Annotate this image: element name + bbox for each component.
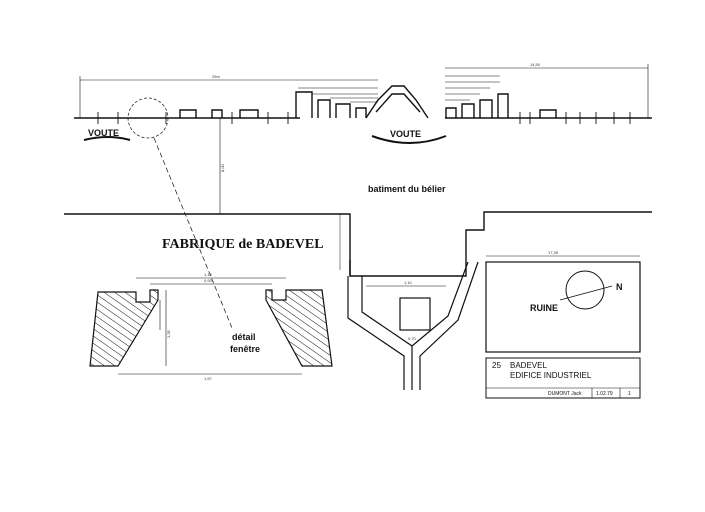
dim-overall-left: 25m (212, 74, 220, 79)
central-gable-inner (375, 93, 421, 113)
cartouche: 25 BADEVEL EDIFICE INDUSTRIEL DUMONT Jac… (485, 357, 641, 399)
dim-small-square: 1,10 (404, 280, 413, 285)
dim-overall-right: 14,50 (530, 62, 541, 67)
window-notch (239, 109, 259, 118)
building-label: batiment du bélier (368, 184, 446, 194)
window-label: détail fenêtre (230, 332, 260, 354)
dim-depth: 8,00 (220, 163, 225, 172)
stepped-wall-right (445, 93, 509, 118)
channel-plan (347, 261, 479, 390)
cartouche-date: 1.02.79 (596, 391, 613, 397)
stepped-wall-left (295, 91, 367, 118)
voute-center-arc (371, 135, 447, 144)
window-notch (211, 109, 223, 118)
window-label-line2: fenêtre (230, 344, 260, 354)
voute-left-arc (83, 136, 131, 141)
dim-window-top: 1,15 (204, 272, 213, 277)
inset-frame (485, 261, 641, 353)
voute-left-label: VOUTE (88, 128, 119, 138)
site-inset: 17,35 RUINE N (485, 250, 641, 353)
cartouche-author: DUMONT Jack (548, 391, 582, 397)
voute-center-label: VOUTE (390, 129, 421, 139)
central-gable (365, 85, 429, 119)
window-detail: 1,15 0,93 1,57 1,35 (89, 272, 333, 381)
dim-window-height: 1,35 (166, 329, 171, 338)
dim-inset-width: 17,35 (548, 250, 559, 255)
small-square (399, 297, 431, 331)
building-outline (64, 211, 652, 277)
wall-section-right (265, 289, 333, 367)
overall-dimensions (79, 64, 649, 214)
wall-ticks (97, 112, 631, 124)
north-arrow (559, 285, 613, 301)
wall-section-left (89, 289, 159, 367)
cartouche-sheet: 1 (628, 391, 631, 397)
cartouche-place: BADEVEL (510, 361, 547, 370)
wall-elevation (74, 85, 652, 119)
detail-leader (153, 137, 233, 329)
dim-window-bottom: 1,57 (204, 376, 213, 381)
detail-circle (127, 97, 169, 139)
dim-small-square-side: 0,70 (408, 336, 417, 341)
drawing-title: FABRIQUE de BADEVEL (162, 237, 324, 252)
cartouche-dept: 25 (492, 361, 501, 370)
dim-window-inner: 0,93 (204, 278, 213, 283)
cartouche-subject: EDIFICE INDUSTRIEL (510, 371, 592, 380)
window-notch (539, 109, 557, 118)
window-notch (179, 109, 197, 118)
cartouche-frame (485, 357, 641, 399)
ruine-label: RUINE (530, 303, 558, 313)
ruine-circle (565, 270, 605, 310)
window-label-line1: détail (232, 332, 256, 342)
north-label: N (616, 282, 623, 292)
